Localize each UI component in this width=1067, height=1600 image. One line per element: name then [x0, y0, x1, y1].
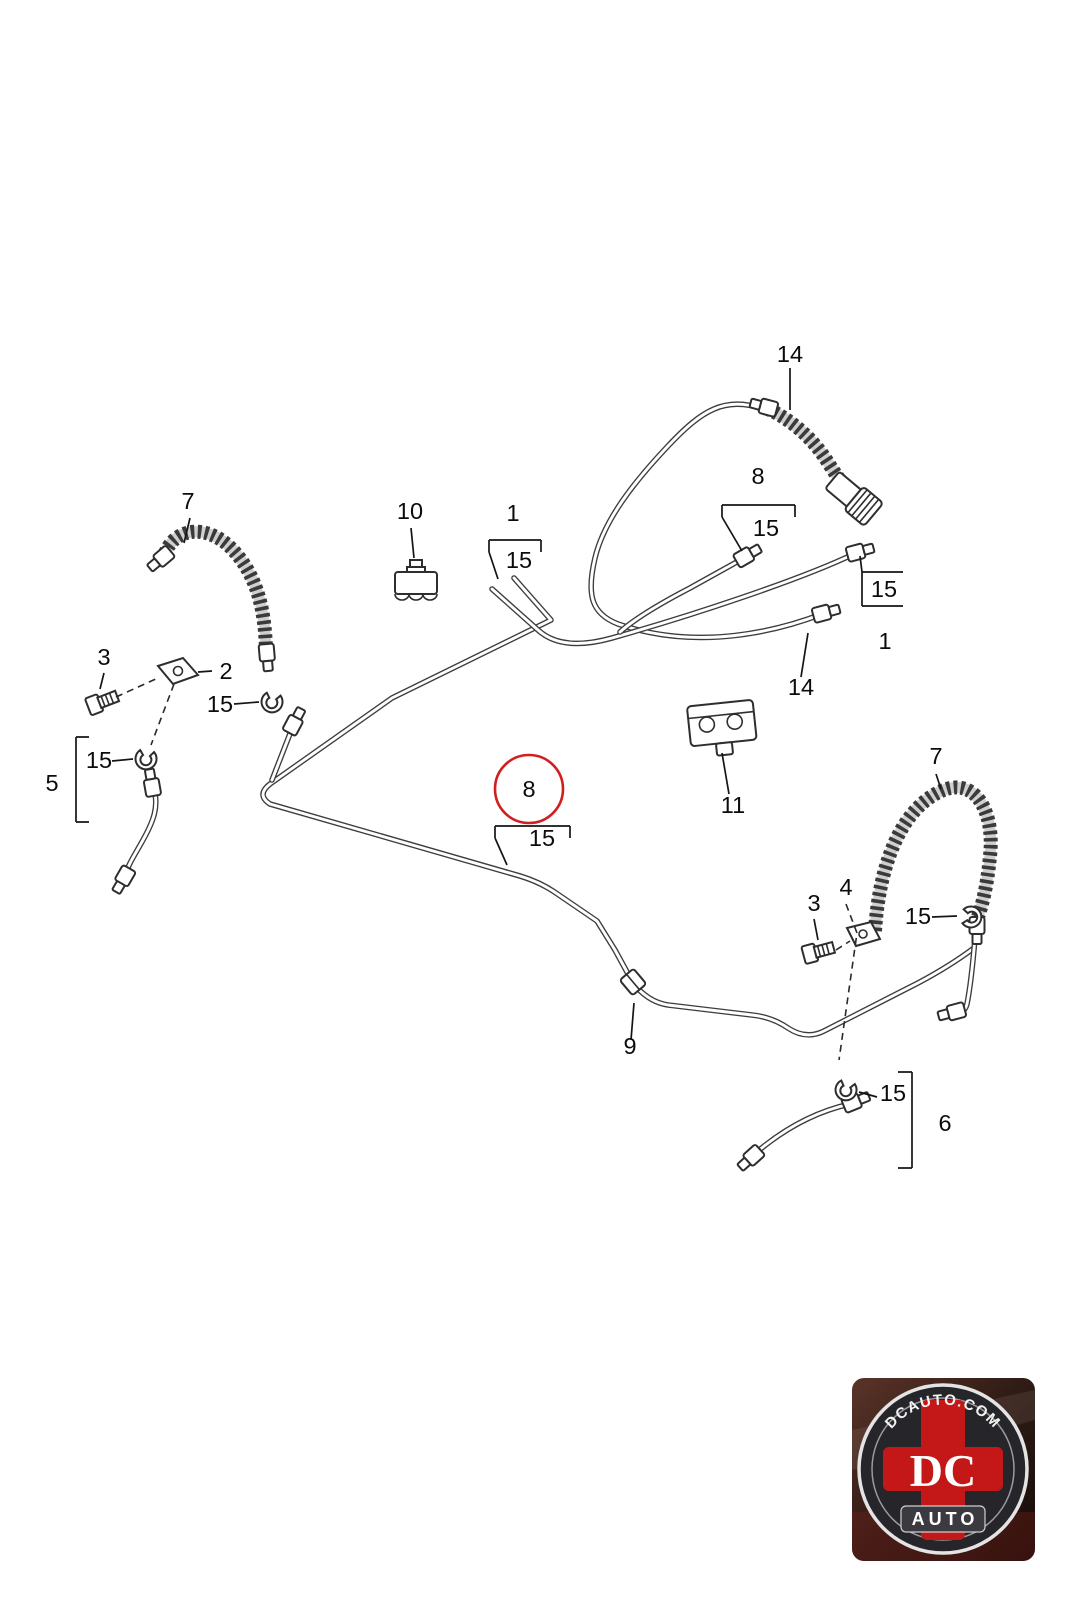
dcauto-logo: DCAUTO.COM DC AUTO	[852, 1378, 1035, 1561]
highlight-circle-8	[493, 753, 565, 825]
leader-15-6	[858, 1091, 878, 1098]
logo-cross-horizontal	[883, 1447, 1003, 1491]
fuel-line-8-main	[263, 578, 974, 1035]
callout-11: 11	[721, 792, 745, 818]
brake-line-14	[591, 404, 822, 637]
leader-15-5	[111, 758, 134, 762]
leader-3-left	[99, 672, 105, 690]
callout-7-right: 7	[929, 743, 942, 769]
bracket-6	[898, 1071, 913, 1169]
logo-name: AUTO	[912, 1509, 979, 1529]
leader-15-left-mid	[233, 701, 260, 705]
pipe-5	[126, 786, 156, 876]
bracket-part-11	[686, 699, 758, 757]
bracket-5	[75, 736, 89, 823]
fitting-hose-7-left-bottom	[257, 642, 277, 673]
callout-15-right-1: 15	[871, 576, 897, 602]
hose-14-elbow-connector	[825, 471, 883, 526]
bracket-1-top	[488, 539, 542, 580]
bracket-part-2	[156, 656, 200, 686]
callout-7-left: 7	[181, 488, 194, 514]
clip-15-left-5	[133, 748, 159, 772]
logo-name-band	[900, 1505, 986, 1533]
pipe-6	[750, 1104, 850, 1158]
callout-15-left-5: 15	[86, 747, 112, 773]
clip-15-left-mid	[258, 690, 285, 716]
brake-hose-7-left	[163, 532, 266, 650]
leader-2	[197, 670, 213, 673]
fitting-line-8-top	[731, 540, 765, 569]
callout-8-circled: 8	[522, 776, 535, 802]
leader-7-right	[935, 773, 942, 790]
fitting-pipe-7-right-end	[935, 1000, 968, 1025]
callout-15-top-8: 15	[753, 515, 779, 541]
callout-3-left: 3	[97, 644, 110, 670]
callout-8-top: 8	[751, 463, 764, 489]
fitting-left-pipe	[281, 704, 310, 738]
fitting-pipe-5-top	[140, 766, 163, 799]
bracket-8-top	[721, 504, 796, 552]
bolt-3-right	[800, 937, 837, 966]
callout-10: 10	[397, 498, 423, 524]
dash-bolt3-to-part2	[115, 677, 159, 698]
callout-1-right: 1	[878, 628, 891, 654]
leader-15-right-7	[931, 915, 958, 918]
callout-15-right-7: 15	[905, 903, 931, 929]
callout-15-center: 15	[529, 825, 555, 851]
leader-11	[721, 752, 730, 795]
leader-14-right	[800, 632, 809, 678]
callout-15-left-mid: 15	[207, 691, 233, 717]
bracket-8-center	[494, 825, 571, 866]
callout-9: 9	[623, 1033, 636, 1059]
clip-part-9	[619, 968, 647, 996]
callout-15-top-1: 15	[506, 547, 532, 573]
leader-9	[630, 1002, 635, 1041]
callout-14-right: 14	[788, 674, 814, 700]
fitting-hose-14-inlet	[747, 394, 780, 419]
callout-6: 6	[938, 1110, 951, 1136]
callout-3-right: 3	[807, 890, 820, 916]
callout-2: 2	[219, 658, 232, 684]
fitting-pipe-5-end	[108, 863, 137, 897]
callout-1-top: 1	[506, 500, 519, 526]
leader-10	[410, 527, 415, 559]
clamp-part-10	[394, 559, 438, 601]
dash-bolt3-right	[835, 940, 851, 951]
callout-14-top: 14	[777, 341, 803, 367]
callout-5: 5	[45, 770, 58, 796]
leader-3-right	[813, 918, 819, 941]
callout-15-6: 15	[880, 1080, 906, 1106]
bolt-3-left	[83, 686, 122, 717]
dash-part2-to-clip	[150, 683, 175, 746]
leader-7-left	[183, 517, 191, 544]
fitting-line-14-end	[810, 600, 843, 625]
logo-initials: DC	[910, 1445, 976, 1496]
callout-4: 4	[839, 874, 852, 900]
fuel-line-8-short	[620, 558, 744, 632]
bracket-15-1-right	[859, 555, 903, 607]
